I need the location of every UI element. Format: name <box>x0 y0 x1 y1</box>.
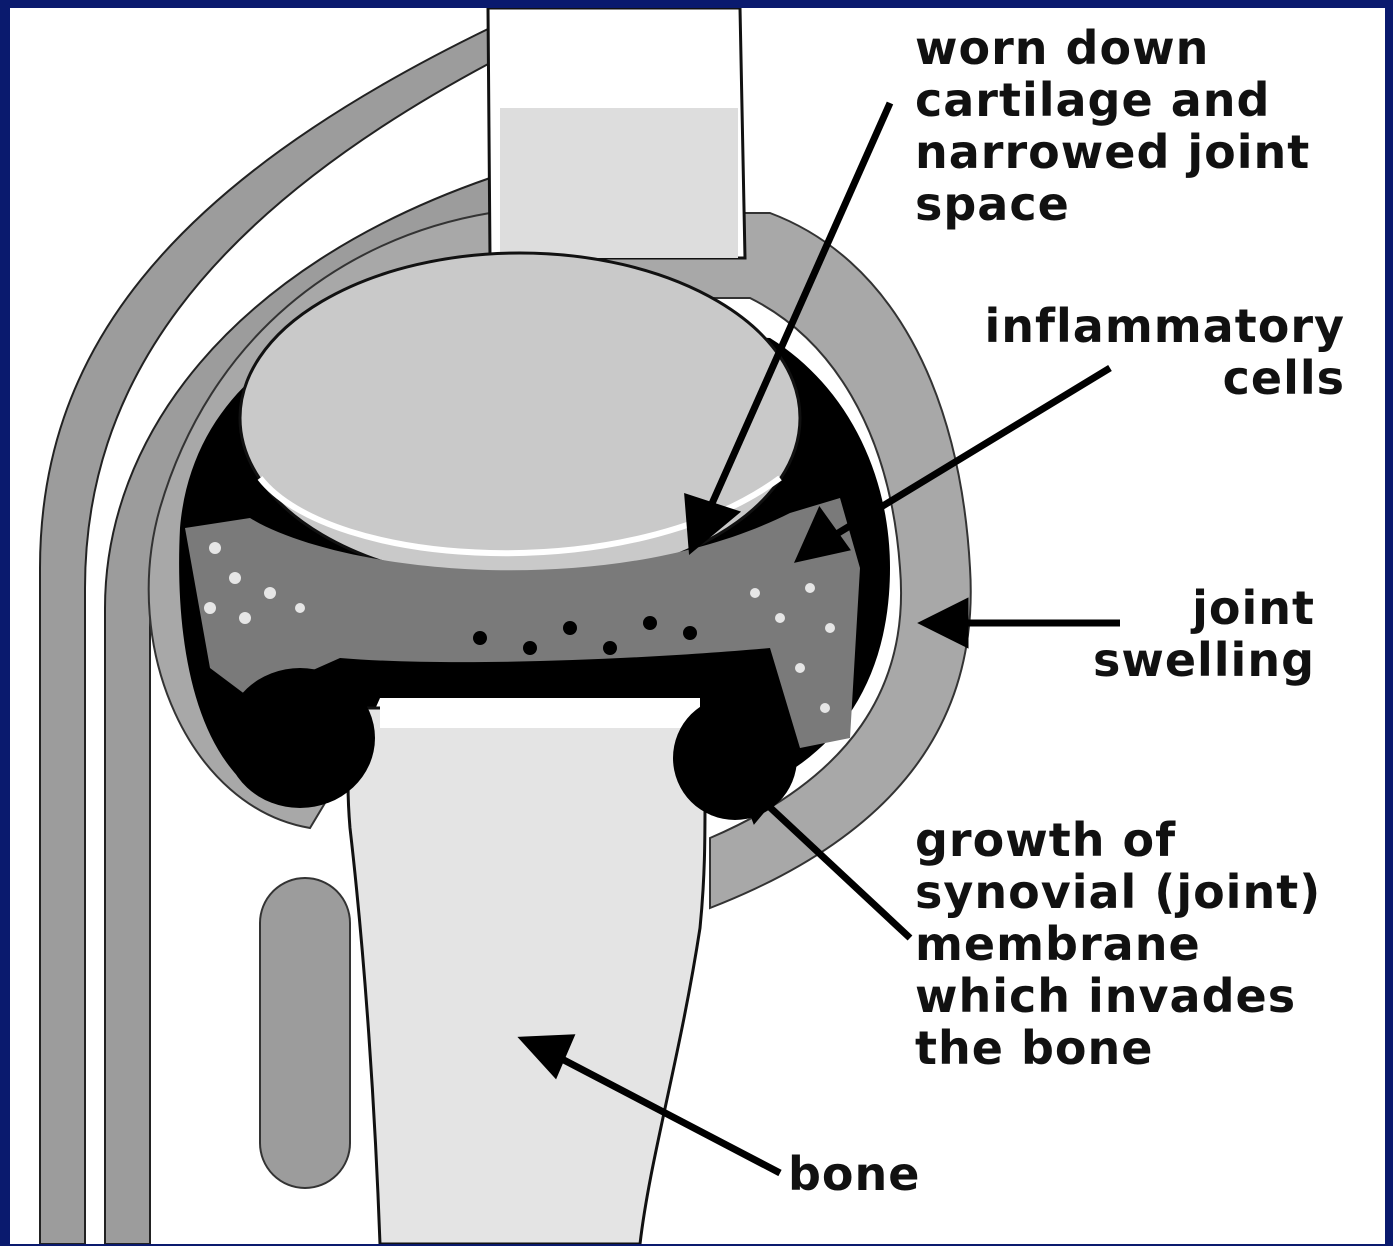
joint-gap <box>380 698 700 728</box>
femur-shaft-shade <box>500 108 738 258</box>
label-worn-cartilage: worn down cartilage and narrowed joint s… <box>915 22 1310 230</box>
diagram-frame: worn down cartilage and narrowed joint s… <box>10 8 1385 1244</box>
label-synovial-growth: growth of synovial (joint) membrane whic… <box>915 814 1321 1074</box>
label-inflammatory-cells: inflammatory cells <box>984 300 1345 404</box>
synovial-blob-left <box>225 668 375 808</box>
synovial-blob-right <box>673 696 797 820</box>
label-bone: bone <box>788 1148 920 1200</box>
femoral-condyle <box>240 253 800 583</box>
tibia <box>348 708 710 1244</box>
label-joint-swelling: joint swelling <box>1093 582 1315 686</box>
tendon-oval <box>260 878 350 1188</box>
